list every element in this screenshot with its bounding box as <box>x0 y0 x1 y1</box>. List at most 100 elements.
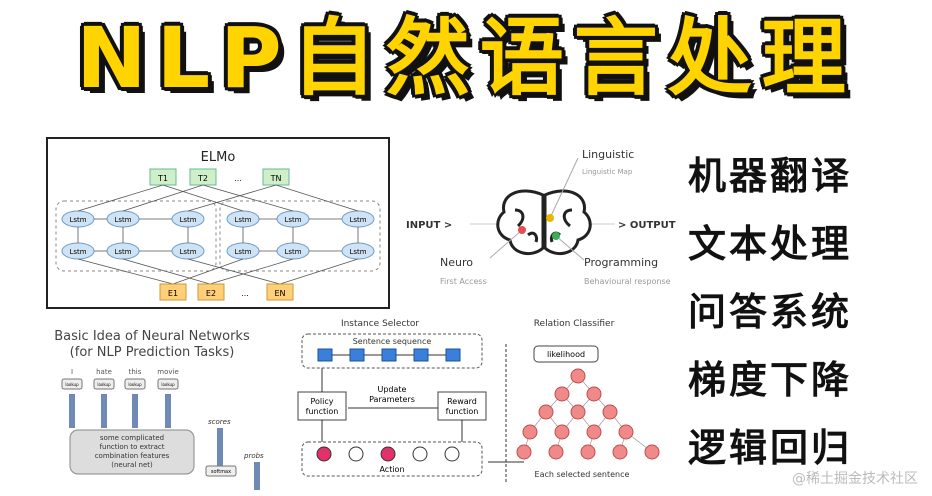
output-label: > OUTPUT <box>618 220 676 231</box>
topic-item: 问答系统 <box>688 290 853 334</box>
elmo-input-box <box>266 283 294 301</box>
reward-label-2: function <box>446 407 479 416</box>
elmo-backward-group <box>219 200 381 272</box>
elmo-diagram: ELMo T1 T2 ... TN Lstm <box>46 137 390 309</box>
probs-label: probs <box>243 452 264 460</box>
scores-vector <box>217 428 223 470</box>
lookup-label: lookup <box>128 382 142 387</box>
lstm-label: Lstm <box>284 216 301 224</box>
elmo-connections <box>77 184 359 285</box>
brain-diagram: INPUT > > OUTPUT Linguistic Linguistic M… <box>400 140 684 308</box>
page-title: NLP自然语言处理 <box>76 9 856 107</box>
softmax-box <box>205 465 237 477</box>
elmo-title: ELMo <box>201 150 236 165</box>
lookup-boxes: lookup lookup lookup lookup <box>61 378 179 390</box>
programming-label: Programming <box>584 256 658 269</box>
neural-box-line: combination features <box>95 452 170 460</box>
embedding-vectors <box>69 394 171 428</box>
elmo-output-label: T2 <box>197 174 208 183</box>
relation-classifier-label: Relation Classifier <box>534 319 615 329</box>
rl-svg: Instance Selector Relation Classifier Se… <box>297 319 660 482</box>
neural-words: I hate this movie <box>71 368 179 376</box>
neural-net-text: some complicated function to extract com… <box>95 434 170 469</box>
lstm-label: Lstm <box>349 216 366 224</box>
lookup-label: lookup <box>97 382 111 387</box>
topic-item: 机器翻译 <box>688 154 853 198</box>
lstm-label: Lstm <box>179 216 196 224</box>
scores-label: scores <box>208 418 231 426</box>
linguistic-map-label: Linguistic Map <box>582 168 633 176</box>
probs-vector <box>254 462 260 490</box>
input-label: INPUT > <box>406 220 452 231</box>
elmo-input-label: E2 <box>206 289 216 298</box>
classifier-nodes <box>516 368 660 460</box>
elmo-svg: ELMo T1 T2 ... TN Lstm <box>55 150 381 301</box>
neural-title-1: Basic Idea of Neural Networks <box>54 329 250 344</box>
linguistic-node <box>546 214 554 222</box>
likelihood-label: likelihood <box>547 350 585 359</box>
update-label-2: Parameters <box>369 395 415 404</box>
neural-box-line: (neural net) <box>111 461 153 469</box>
linguistic-label: Linguistic <box>582 148 634 161</box>
brain-svg: INPUT > > OUTPUT Linguistic Linguistic M… <box>406 148 676 286</box>
likelihood-box <box>533 345 599 363</box>
lstm-label: Lstm <box>69 248 86 256</box>
each-selected-label: Each selected sentence <box>535 470 630 479</box>
topic-list: 机器翻译 文本处理 问答系统 梯度下降 逻辑回归 <box>688 142 918 482</box>
sentence-sequence-box <box>301 333 483 369</box>
rl-diagram: Instance Selector Relation Classifier Se… <box>288 314 692 492</box>
elmo-lstm-cells: Lstm Lstm Lstm Lstm Lstm Lstm Lstm Lstm … <box>61 210 375 260</box>
neuro-label: Neuro <box>440 256 473 269</box>
action-circles <box>316 446 460 462</box>
lookup-label: lookup <box>65 382 79 387</box>
sentence-sequence-label: Sentence sequence <box>353 337 432 346</box>
lstm-label: Lstm <box>69 216 86 224</box>
elmo-input-box <box>159 283 187 301</box>
policy-label-2: function <box>306 407 339 416</box>
word: hate <box>96 368 112 376</box>
elmo-output-label: ... <box>234 174 242 183</box>
update-label-1: Update <box>378 385 407 394</box>
action-label: Action <box>379 465 404 474</box>
topic-item: 梯度下降 <box>688 358 853 402</box>
elmo-output-label: T1 <box>157 174 168 183</box>
lstm-label: Lstm <box>114 216 131 224</box>
lstm-label: Lstm <box>234 216 251 224</box>
first-access-label: First Access <box>440 277 487 286</box>
policy-label-1: Policy <box>310 397 333 406</box>
neural-box-line: function to extract <box>100 443 165 451</box>
elmo-input-label: EN <box>274 289 285 298</box>
behavioural-label: Behavioural response <box>584 277 671 286</box>
word: this <box>129 368 142 376</box>
reward-label-1: Reward <box>447 397 477 406</box>
reward-function-box <box>437 391 487 421</box>
brain-links <box>489 157 585 261</box>
brain-icon <box>496 189 592 256</box>
elmo-input-label: E1 <box>168 289 178 298</box>
neural-svg: Basic Idea of Neural Networks (for NLP P… <box>54 329 264 490</box>
lstm-label: Lstm <box>234 248 251 256</box>
topic-item: 文本处理 <box>688 222 853 266</box>
neural-net-box <box>69 429 195 475</box>
neural-network-diagram: Basic Idea of Neural Networks (for NLP P… <box>40 326 290 492</box>
lstm-label: Lstm <box>284 248 301 256</box>
elmo-output-label: TN <box>270 174 282 183</box>
lstm-label: Lstm <box>179 248 196 256</box>
word: movie <box>157 368 179 376</box>
elmo-outputs: T1 T2 ... TN <box>149 168 290 186</box>
watermark: @稀土掘金技术社区 <box>792 471 918 487</box>
lookup-label: lookup <box>161 382 175 387</box>
lstm-label: Lstm <box>349 248 366 256</box>
elmo-forward-group <box>55 200 217 272</box>
elmo-input-label: ... <box>241 289 249 298</box>
neural-title-2: (for NLP Prediction Tasks) <box>70 345 235 360</box>
lstm-label: Lstm <box>114 248 131 256</box>
neural-box-line: some complicated <box>100 434 164 442</box>
elmo-inputs: E1 E2 ... EN <box>159 283 294 301</box>
elmo-input-box <box>197 283 225 301</box>
topic-item: 逻辑回归 <box>688 426 853 470</box>
neuro-node <box>518 226 526 234</box>
softmax-label: softmax <box>211 469 231 475</box>
word: I <box>71 368 73 376</box>
programming-node <box>552 232 560 240</box>
